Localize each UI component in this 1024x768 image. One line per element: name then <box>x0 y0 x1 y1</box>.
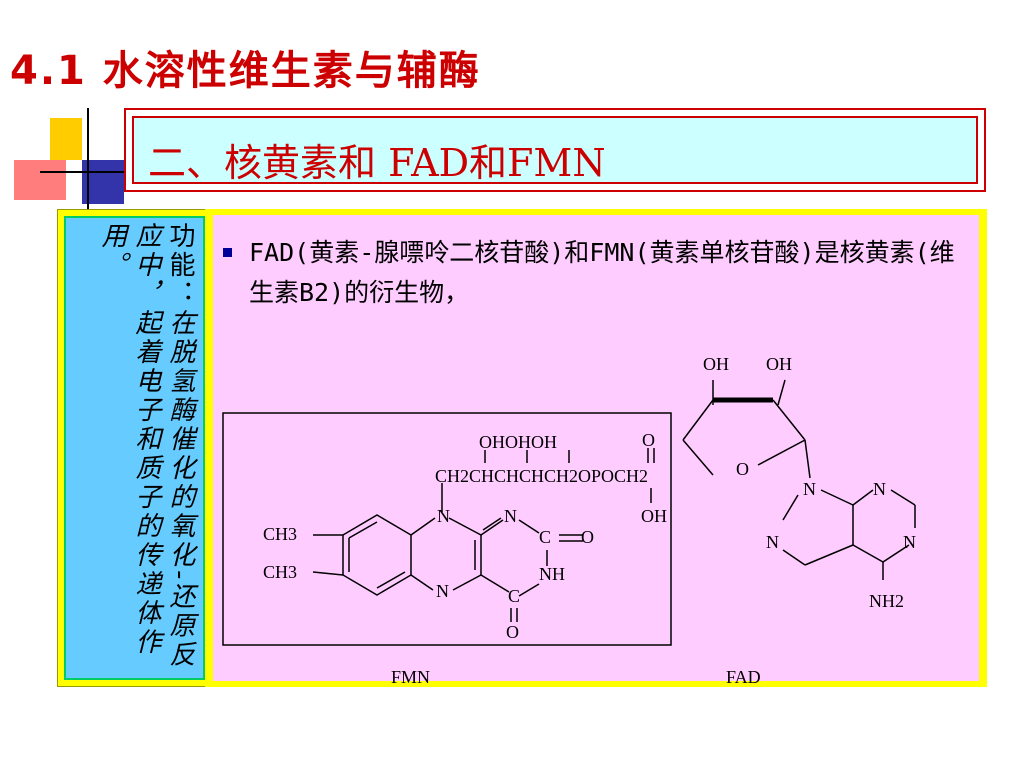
ribose-ring <box>682 379 811 479</box>
bullet-square-icon <box>223 248 232 257</box>
label-chain-oh: OHOHOH <box>479 432 557 452</box>
subtitle-panel: 二、核黄素和 FAD和FMN <box>132 116 978 185</box>
pyrazine-ring <box>410 517 482 591</box>
subtitle-text: 二、核黄素和 FAD和FMN <box>148 141 606 185</box>
slide-title: 4.1 水溶性维生素与辅酶 <box>10 48 481 94</box>
fmn-label: FMN <box>391 667 430 687</box>
label-o-bottom: O <box>506 622 519 642</box>
label-nh: NH <box>539 564 565 584</box>
function-panel-inner: 功能：在脱氢酶催化的氧化-还原反应中，起着电子和质子的传递体作用。 <box>64 216 205 680</box>
label-ring-o: O <box>736 459 749 479</box>
content-panel: FAD(黄素-腺嘌呤二核苷酸)和FMN(黄素单核苷酸)是核黄素(维生素B2)的衍… <box>205 209 987 687</box>
function-panel: 功能：在脱氢酶催化的氧化-还原反应中，起着电子和质子的传递体作用。 <box>57 209 212 687</box>
label-carbonyl-o: O <box>581 527 594 547</box>
label-chain: CH2CHCHCHCH2OPOCH2 <box>435 466 648 486</box>
label-ch3-top: CH3 <box>263 524 297 544</box>
label-n-right: N <box>504 506 517 526</box>
label-adenine-n-right: N <box>903 532 916 552</box>
label-c-bottom: C <box>508 586 520 606</box>
fad-fmn-structure: OH OH O OHOHOH O CH2CHCHCHCH2OPOCH2 OH N… <box>222 354 916 687</box>
label-adenine-n-left: N <box>766 532 779 552</box>
label-c-carbonyl: C <box>539 527 551 547</box>
adenine-ring <box>782 489 916 580</box>
decorative-squares <box>14 108 140 210</box>
label-ch3-bottom: CH3 <box>263 562 297 582</box>
label-phosphate-o: O <box>642 430 655 450</box>
fmn-box <box>222 412 672 646</box>
label-nh2: NH2 <box>869 591 904 611</box>
label-oh-right: OH <box>766 354 792 374</box>
function-lead: 功能： <box>165 222 195 309</box>
label-adenine-n9: N <box>803 479 816 499</box>
function-text: 功能：在脱氢酶催化的氧化-还原反应中，起着电子和质子的传递体作用。 <box>95 222 197 682</box>
label-adenine-n-top-right: N <box>873 479 886 499</box>
label-oh-left: OH <box>703 354 729 374</box>
fad-label: FAD <box>726 667 761 687</box>
subtitle-frame: 二、核黄素和 FAD和FMN <box>124 108 986 192</box>
function-body: 在脱氢酶催化的氧化-还原反应中，起着电子和质子的传递体作用。 <box>97 222 195 670</box>
pyrimidine-ring <box>480 517 583 622</box>
content-panel-inner: FAD(黄素-腺嘌呤二核苷酸)和FMN(黄素单核苷酸)是核黄素(维生素B2)的衍… <box>213 215 979 681</box>
label-n-bottom: N <box>436 581 449 601</box>
label-n-top: N <box>437 506 450 526</box>
label-phosphate-oh: OH <box>641 506 667 526</box>
bullet-text: FAD(黄素-腺嘌呤二核苷酸)和FMN(黄素单核苷酸)是核黄素(维生素B2)的衍… <box>249 238 955 307</box>
benzene-ring <box>342 514 412 596</box>
